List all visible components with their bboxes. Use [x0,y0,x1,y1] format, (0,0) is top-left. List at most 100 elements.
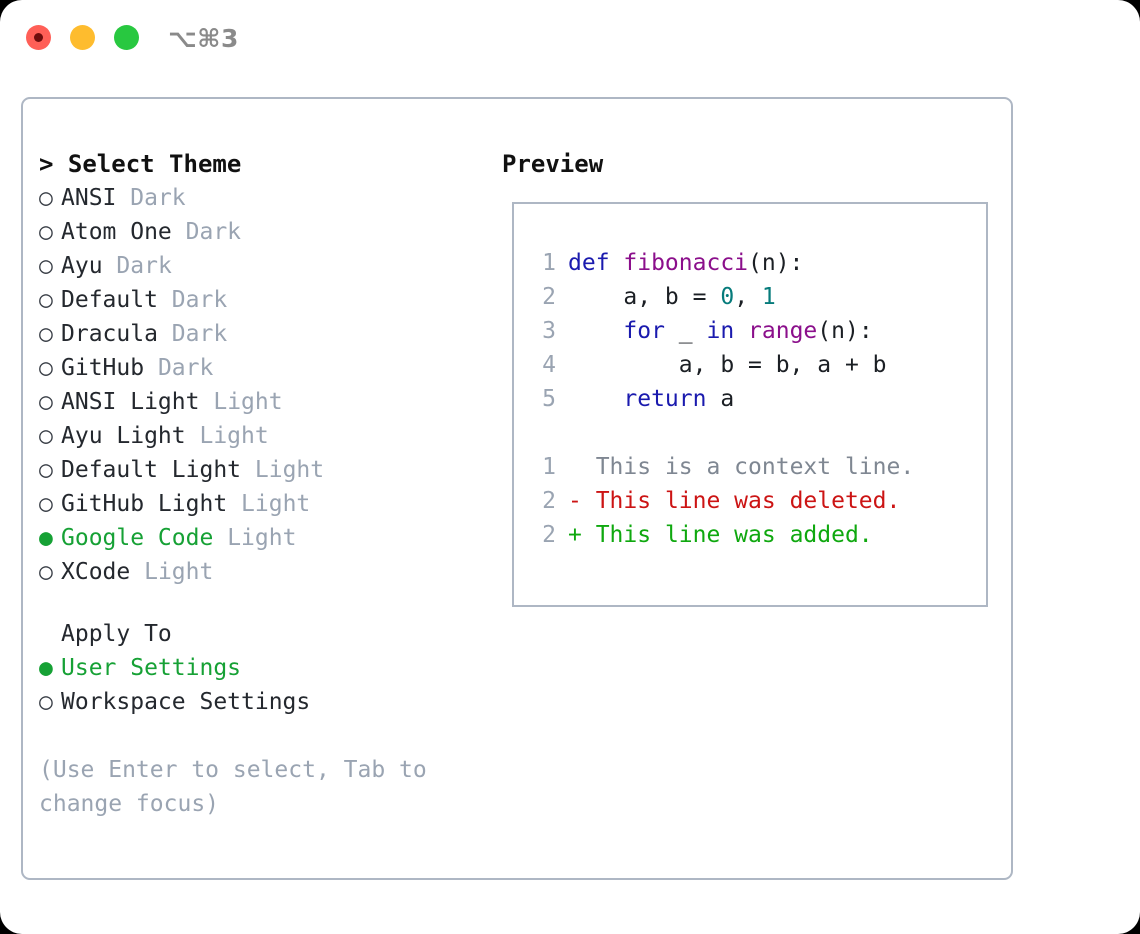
theme-option-name: ANSI [61,185,117,211]
zoom-button[interactable] [114,25,139,50]
preview-title: Preview [502,150,604,178]
theme-variant-badge: Dark [185,219,242,245]
theme-option-ansi-light[interactable]: ○ ANSI Light Light [39,385,479,419]
radio-unselected-icon: ○ [39,389,53,415]
radio-unselected-icon: ○ [39,321,53,347]
apply-to-label: Apply To [61,621,172,647]
spacer [130,559,144,585]
diff-line-ctx: 1 This is a context line. [526,450,978,484]
line-number: 4 [542,352,556,378]
theme-variant-badge: Light [199,423,269,449]
theme-option-name: Ayu [61,253,103,279]
apply-to-option-workspace-settings[interactable]: ○ Workspace Settings [39,685,479,719]
theme-option-name: Default [61,287,158,313]
theme-variant-badge: Light [144,559,214,585]
diff-sample: 1 This is a context line.2- This line wa… [526,450,978,552]
theme-option-github[interactable]: ○ GitHub Dark [39,351,479,385]
diff-line-del: 2- This line was deleted. [526,484,978,518]
theme-option-ayu-light[interactable]: ○ Ayu Light Light [39,419,479,453]
diff-line-add: 2+ This line was added. [526,518,978,552]
prompt-caret-icon: > [39,150,54,178]
theme-variant-badge: Dark [130,185,186,211]
line-number: 2 [542,284,556,310]
theme-option-google-code[interactable]: ●Google Code Light [39,521,479,555]
theme-list-column: > Select Theme ○ANSI Dark○Atom One Dark○… [39,147,479,821]
theme-variant-badge: Light [254,457,325,483]
keyboard-hint-text: (Use Enter to select, Tab to change focu… [39,757,441,817]
spacer [241,457,255,483]
spacer [199,389,213,415]
spacer [526,416,978,450]
code-line: 2 a, b = 0, 1 [526,280,978,314]
code-token-num: 1 [761,284,776,310]
line-number: 1 [542,454,556,480]
code-token-plain [568,318,623,344]
line-number: 1 [542,250,556,276]
diff-text: This line was deleted. [581,488,901,514]
keyboard-shortcut-label: ⌥⌘3 [168,24,239,53]
theme-option-name: XCode [61,559,131,585]
traffic-lights [26,25,139,50]
theme-option-default[interactable]: ○Default Dark [39,283,479,317]
radio-unselected-icon: ○ [39,559,53,585]
code-token-kw: in [706,318,735,344]
code-token-plain: (n): [817,318,873,344]
radio-unselected-icon: ○ [39,457,53,483]
theme-option-dracula[interactable]: ○Dracula Dark [39,317,479,351]
code-token-kw: return [623,386,707,412]
radio-selected-icon: ● [39,525,53,551]
radio-unselected-icon: ○ [39,355,53,381]
code-token-plain: _ [664,318,707,344]
radio-selected-icon: ● [39,655,53,681]
code-token-fn: fibonacci [623,250,749,276]
title-bar: ⌥⌘3 [0,0,1140,78]
diff-marker: + [568,522,582,548]
spacer [213,525,227,551]
theme-option-name: Default Light [61,457,242,483]
minimize-button[interactable] [70,25,95,50]
theme-option-name: ANSI Light [61,389,200,415]
code-token-plain: a, b = [568,284,721,310]
theme-option-name: GitHub [61,355,145,381]
theme-list-title: Select Theme [67,150,242,178]
theme-variant-badge: Light [213,389,283,415]
spacer [186,423,200,449]
theme-option-ansi[interactable]: ○ ANSI Dark [39,181,479,215]
line-number: 2 [542,488,556,514]
theme-option-name: Ayu Light [61,423,186,449]
code-token-plain: a [706,386,735,412]
theme-option-atom-one[interactable]: ○Atom One Dark [39,215,479,249]
spacer [158,287,172,313]
theme-option-default-light[interactable]: ○ Default Light Light [39,453,479,487]
theme-option-list: ○ANSI Dark○Atom One Dark○Ayu Dark○Defaul… [39,181,479,589]
radio-unselected-icon: ○ [39,689,53,715]
close-button[interactable] [26,25,51,50]
radio-unselected-icon: ○ [39,185,53,211]
radio-unselected-icon: ○ [39,253,53,279]
theme-variant-badge: Light [227,525,297,551]
apply-to-option-user-settings[interactable]: ● User Settings [39,651,479,685]
diff-marker: - [568,488,582,514]
spacer [172,219,186,245]
theme-variant-badge: Dark [157,355,214,381]
theme-option-ayu[interactable]: ○Ayu Dark [39,249,479,283]
radio-unselected-icon: ○ [39,423,53,449]
line-number: 5 [542,386,556,412]
code-token-num: 0 [720,284,735,310]
preview-column: Preview [502,147,992,181]
code-token-plain: (n): [748,250,804,276]
code-line: 4 a, b = b, a + b [526,348,978,382]
apply-to-option-name: User Settings [61,655,242,681]
apply-to-option-list: ● User Settings ○ Workspace Settings [39,651,479,719]
theme-option-github-light[interactable]: ○GitHub Light Light [39,487,479,521]
spacer [103,253,117,279]
apply-to-option-name: Workspace Settings [61,689,311,715]
code-token-plain [734,318,748,344]
theme-variant-badge: Dark [171,321,228,347]
theme-option-xcode[interactable]: ○ XCode Light [39,555,479,589]
